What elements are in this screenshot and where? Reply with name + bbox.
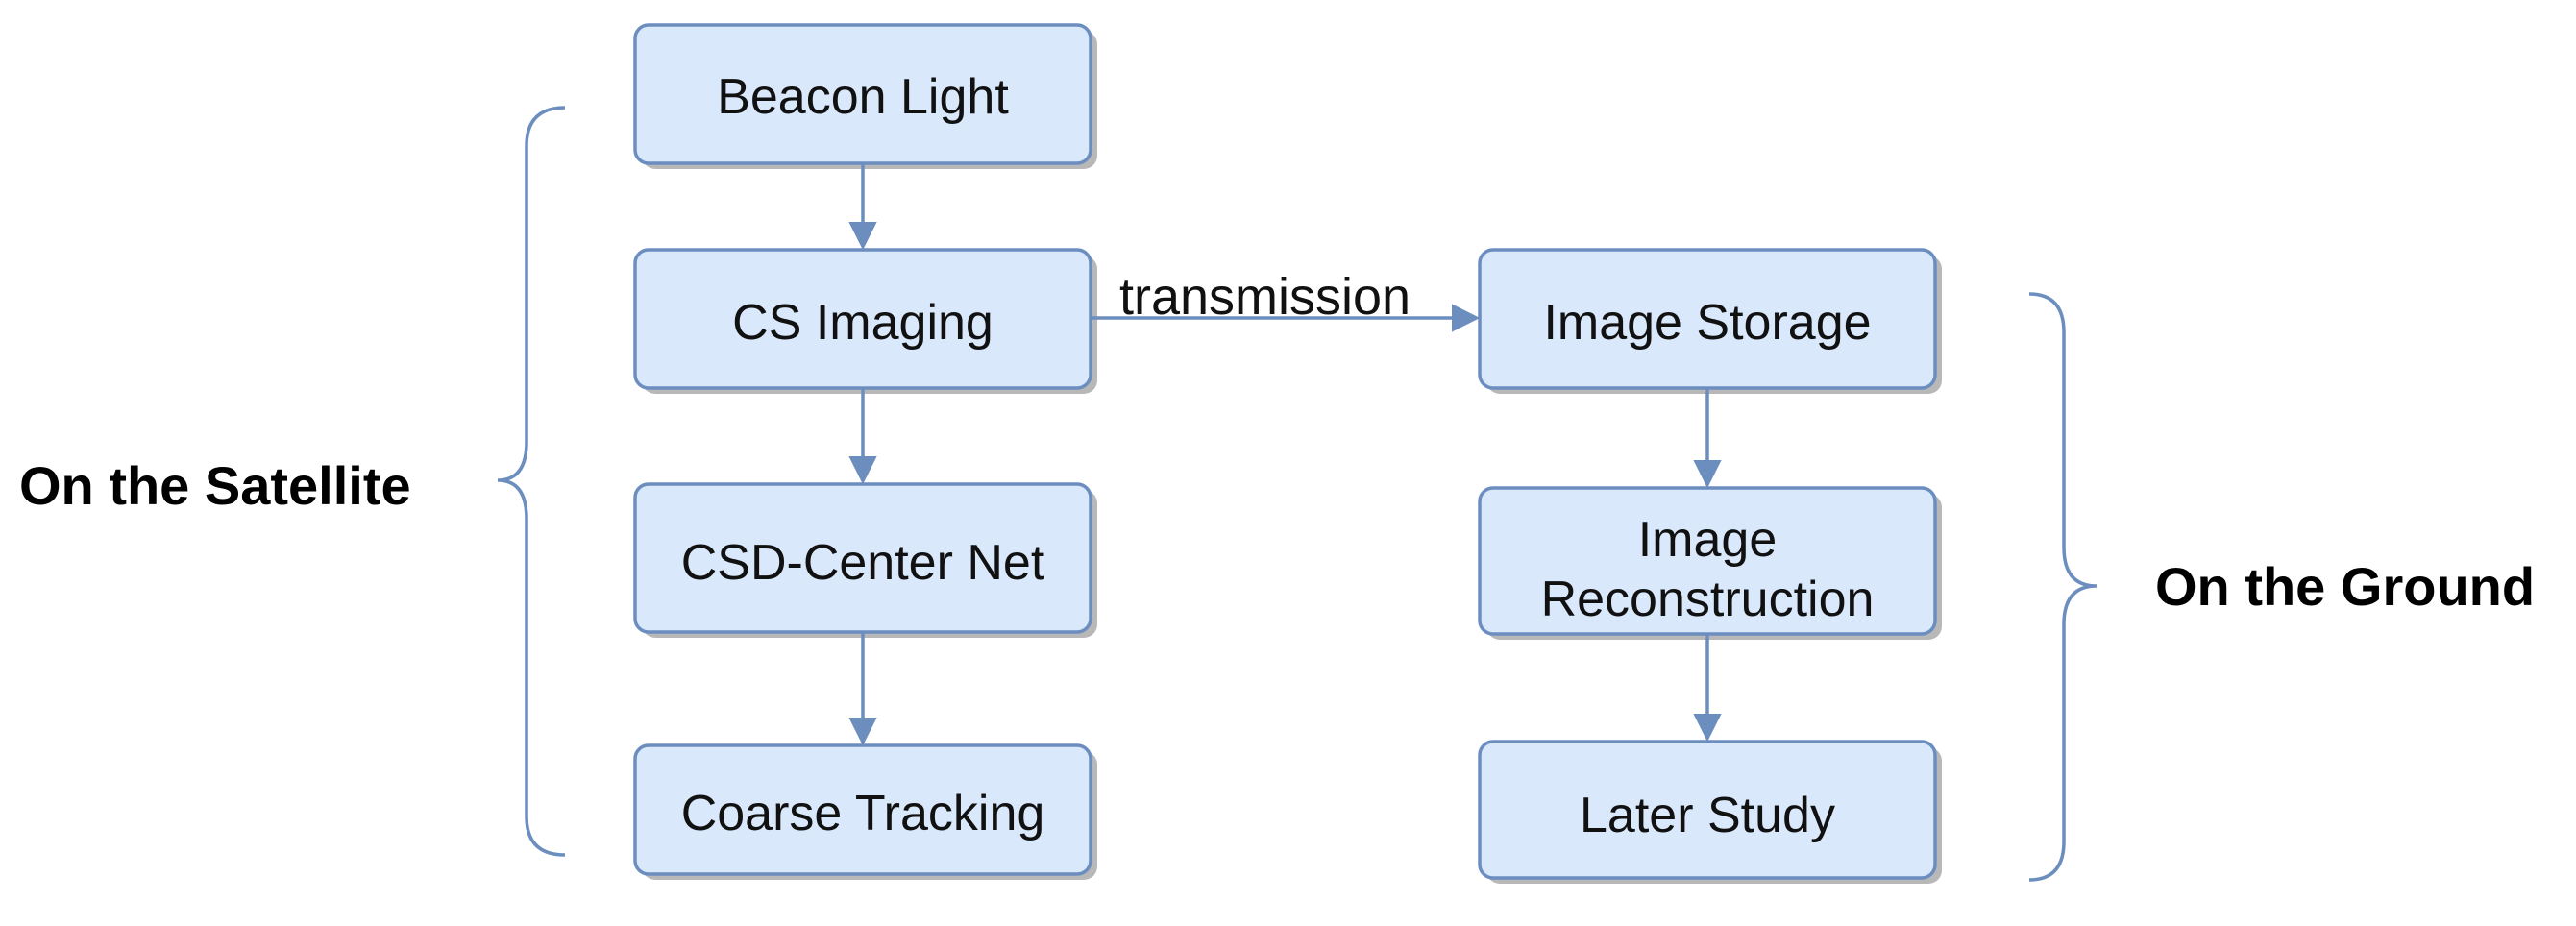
transmission-label: transmission — [1119, 268, 1411, 326]
beacon-light-node: Beacon Light — [633, 23, 1097, 169]
satellite-group-label: On the Satellite — [19, 455, 411, 516]
image-storage-label: Image Storage — [1543, 295, 1871, 351]
later-study-node: Later Study — [1478, 740, 1942, 884]
edge-transmission: transmission — [1091, 268, 1481, 332]
later-study-label: Later Study — [1580, 788, 1835, 843]
image-reconstruction-node: Image Reconstruction — [1478, 486, 1942, 640]
arrowhead-down-icon — [848, 456, 877, 485]
arrowhead-down-icon — [1693, 460, 1722, 489]
satellite-brace — [497, 106, 566, 857]
image-reconstruction-label-line1: Image — [1638, 512, 1778, 568]
edge-centernet-to-tracking — [848, 632, 877, 746]
image-reconstruction-label-line2: Reconstruction — [1541, 572, 1875, 627]
arrowhead-down-icon — [848, 718, 877, 746]
arrowhead-down-icon — [1693, 714, 1722, 743]
arrowhead-right-icon — [1452, 304, 1481, 332]
edge-storage-to-reconstruction — [1693, 388, 1722, 489]
coarse-tracking-label: Coarse Tracking — [681, 786, 1045, 841]
ground-group-label: On the Ground — [2155, 556, 2535, 617]
edge-reconstruction-to-study — [1693, 634, 1722, 743]
coarse-tracking-node: Coarse Tracking — [633, 743, 1097, 880]
edge-imaging-to-centernet — [848, 388, 877, 485]
image-storage-node: Image Storage — [1478, 248, 1942, 394]
beacon-light-label: Beacon Light — [717, 69, 1009, 125]
ground-brace — [2028, 292, 2098, 882]
cs-imaging-node: CS Imaging — [633, 248, 1097, 394]
arrowhead-down-icon — [848, 222, 877, 251]
cs-imaging-label: CS Imaging — [732, 295, 994, 351]
csd-center-net-label: CSD-Center Net — [681, 535, 1045, 591]
csd-center-net-node: CSD-Center Net — [633, 482, 1097, 638]
edge-beacon-to-imaging — [848, 163, 877, 251]
